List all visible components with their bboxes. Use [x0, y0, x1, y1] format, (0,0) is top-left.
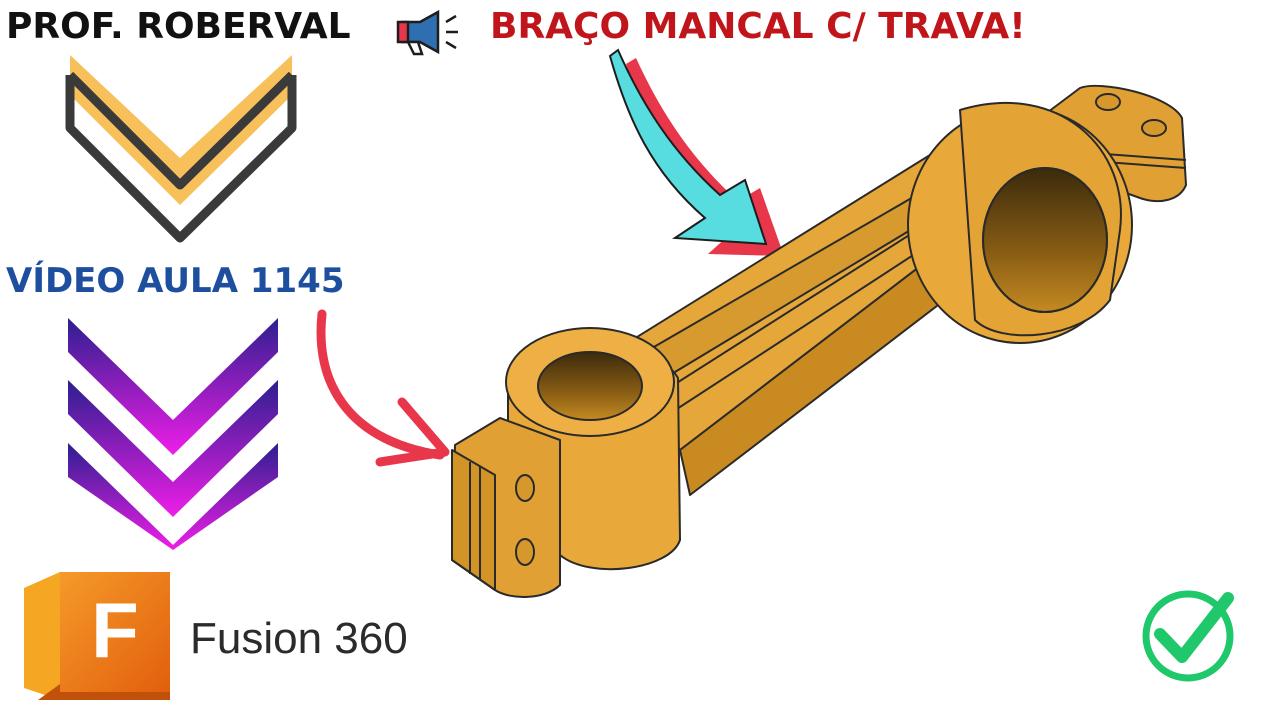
fusion-360-logo-icon: F: [24, 572, 170, 700]
pointer-arrow-icon: [316, 309, 450, 467]
check-circle-icon: [1142, 590, 1234, 682]
author-title: PROF. ROBERVAL: [6, 6, 351, 47]
pointer-arrow-icon: [608, 48, 784, 256]
brand-name: Fusion 360: [190, 614, 408, 663]
chevron-down-icon: [65, 55, 297, 243]
chevron-down-icon: [68, 380, 278, 517]
lesson-label: VÍDEO AULA 1145: [6, 261, 345, 301]
bearing-arm-part-image: [451, 84, 1187, 598]
logo-letter: F: [91, 586, 139, 674]
chevron-down-icon: [68, 443, 278, 550]
chevron-down-icon: [68, 318, 278, 455]
megaphone-icon: [396, 9, 458, 56]
headline-title: BRAÇO MANCAL C/ TRAVA!: [490, 6, 1026, 47]
